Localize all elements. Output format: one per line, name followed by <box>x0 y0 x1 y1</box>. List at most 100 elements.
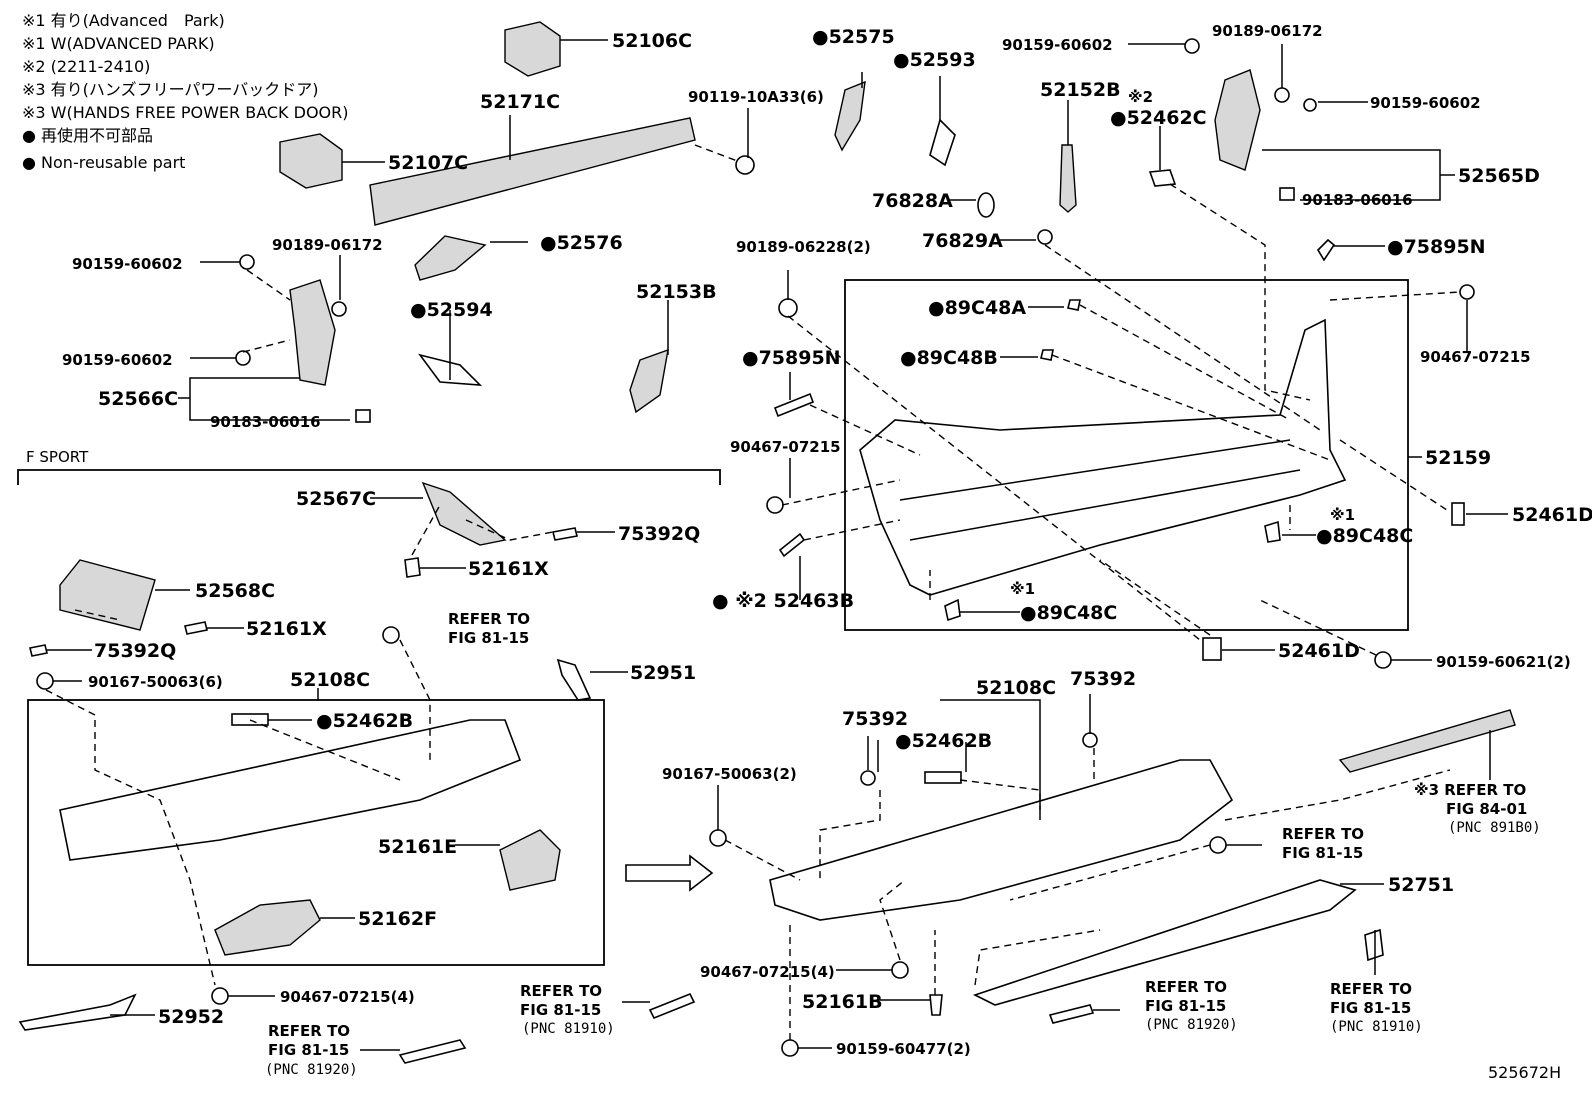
label-52952: 52952 <box>158 1006 224 1028</box>
clip-90189a-icon <box>331 301 347 317</box>
reinforcement-52171C <box>369 117 696 226</box>
clip-52161B-icon <box>929 994 943 1016</box>
legend-line-6: ● 再使用不可部品 <box>22 126 153 145</box>
screw-75392Q-b <box>29 644 48 657</box>
label-refer3-a: REFER TO <box>520 982 602 1000</box>
label-refer4-a: REFER TO <box>1282 825 1364 843</box>
label-90189-06172-b: 90189-06172 <box>272 236 383 254</box>
clip-90189b-icon <box>778 298 798 318</box>
label-90159-60602-d: 90159-60602 <box>62 351 173 369</box>
retainer-52565D <box>1214 69 1261 171</box>
label-52171C: 52171C <box>480 91 560 113</box>
bolt-ref4-icon <box>1209 836 1227 854</box>
label-90159-60602-a: 90159-60602 <box>1002 36 1113 54</box>
label-90467-07215-a: 90467-07215 <box>1420 348 1531 366</box>
label-52162F: 52162F <box>358 908 437 930</box>
label-52575: ●52575 <box>812 26 895 48</box>
label-90159-60602-c: 90159-60602 <box>72 255 183 273</box>
bracket-52106C <box>504 21 561 77</box>
label-refer2-c: (PNC 81920) <box>265 1062 358 1078</box>
label-refer7-c: (PNC 891B0) <box>1448 820 1541 836</box>
nut-90183a-icon <box>1279 187 1295 201</box>
fsport-lower-box <box>27 699 605 966</box>
label-52108C-a: 52108C <box>290 669 370 691</box>
label-refer3-c: (PNC 81910) <box>522 1021 615 1037</box>
lower-cover-52108C-b <box>769 759 1234 921</box>
part-52461D-a <box>1451 502 1465 526</box>
clip-76829A-icon <box>1037 229 1053 245</box>
label-90167-50063-b: 90167-50063(2) <box>662 765 797 783</box>
direction-arrow-icon <box>625 854 714 892</box>
part-75895N-a <box>1316 238 1336 262</box>
part-52461D-b <box>1202 637 1222 661</box>
legend-line-7: ● Non-reusable part <box>22 153 185 172</box>
bumper-cover-52159 <box>859 318 1347 596</box>
diagram-id: 525672H <box>1488 1063 1561 1082</box>
clip-90467a-icon <box>1459 284 1475 300</box>
bolt-90167a-icon <box>36 672 54 690</box>
label-refer5-a: REFER TO <box>1145 978 1227 996</box>
label-90189-06172-a: 90189-06172 <box>1212 22 1323 40</box>
label-75392Q-b: 75392Q <box>94 640 176 662</box>
label-52461D-a: 52461D <box>1512 504 1592 526</box>
part-76828A <box>977 192 995 218</box>
reflector-ref5 <box>1048 1004 1095 1024</box>
label-52567C: 52567C <box>296 488 376 510</box>
label-refer2-a: REFER TO <box>268 1022 350 1040</box>
clip-52161X-a <box>404 557 421 578</box>
lower-cover-52108C-a <box>59 719 522 861</box>
sensor-89C48C-b <box>944 598 961 622</box>
label-90467-07215-c: 90467-07215(4) <box>280 988 415 1006</box>
part-52153B <box>629 348 669 414</box>
part-labels: 52106C 52107C 52171C 90119-10A33(6) ●525… <box>62 22 1592 1078</box>
label-52576: ●52576 <box>540 232 623 254</box>
clip-89C48B-icon <box>1040 349 1054 361</box>
label-90119-10A33: 90119-10A33(6) <box>688 88 824 106</box>
grille-52161E <box>499 829 561 891</box>
label-52593: ●52593 <box>893 49 976 71</box>
bolt-90159f-icon <box>781 1039 799 1057</box>
clip-90467d-icon <box>891 961 909 979</box>
bumper-cover-box <box>844 279 1409 631</box>
label-52161X-a: 52161X <box>468 558 549 580</box>
label-52159: 52159 <box>1425 447 1491 469</box>
label-refer2-b: FIG 81-15 <box>268 1041 349 1059</box>
label-89C48C-b: ●89C48C <box>1020 602 1117 624</box>
label-refer1-b: FIG 81-15 <box>448 629 529 647</box>
label-52951: 52951 <box>630 662 696 684</box>
label-90183-06016-b: 90183-06016 <box>210 413 321 431</box>
label-refer6-b: FIG 81-15 <box>1330 999 1411 1017</box>
legend: ※1 有り(Advanced Park) ※1 W(ADVANCED PARK)… <box>22 11 349 172</box>
label-52751: 52751 <box>1388 874 1454 896</box>
clip-90159b-icon <box>235 350 251 366</box>
clip-90159a-icon <box>239 254 255 270</box>
reflector-ref6 <box>1364 928 1384 962</box>
clip-90159d-icon <box>1184 38 1200 54</box>
reflector-ref2 <box>398 1039 467 1064</box>
bolt-90167b-icon <box>709 829 727 847</box>
diffuser-52751 <box>972 879 1357 1006</box>
legend-line-4: ※3 有り(ハンズフリーパワーバックドア) <box>22 80 319 99</box>
label-52461D-b: 52461D <box>1278 640 1360 662</box>
label-52161B: 52161B <box>802 991 883 1013</box>
label-89C48A: ●89C48A <box>928 297 1026 319</box>
label-90167-50063-a: 90167-50063(6) <box>88 673 223 691</box>
screw-75392Q-a <box>552 527 578 541</box>
label-75392-b: 75392 <box>1070 668 1136 690</box>
part-52462B-b <box>924 771 962 784</box>
label-90159-60602-b: 90159-60602 <box>1370 94 1481 112</box>
clip-52161X-b <box>184 621 208 635</box>
label-89C48C-a: ●89C48C <box>1316 525 1413 547</box>
label-76828A: 76828A <box>872 190 953 212</box>
legend-line-3: ※2 (2211-2410) <box>22 57 150 76</box>
label-90467-07215-d: 90467-07215(4) <box>700 963 835 981</box>
label-52462C: ●52462C <box>1110 107 1207 129</box>
clip-90467c-icon <box>211 987 229 1005</box>
label-refer7-b: FIG 84-01 <box>1446 800 1527 818</box>
label-52462C-note: ※2 <box>1128 88 1153 106</box>
label-90183-06016-a: 90183-06016 <box>1302 191 1413 209</box>
bolt-ref1-icon <box>382 626 400 644</box>
legend-line-5: ※3 W(HANDS FREE POWER BACK DOOR) <box>22 103 349 122</box>
label-90159-60621: 90159-60621(2) <box>1436 653 1571 671</box>
label-refer7-a: ※3 REFER TO <box>1414 781 1526 799</box>
